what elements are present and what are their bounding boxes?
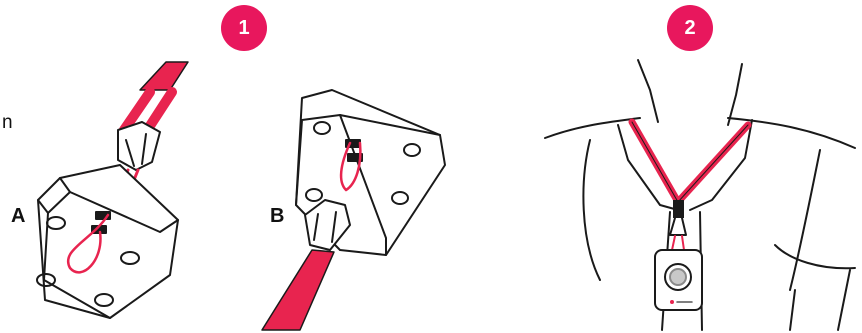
- device-a-illustration: [37, 62, 188, 318]
- device-b-illustration: [262, 90, 445, 330]
- wearing-illustration: [545, 60, 855, 330]
